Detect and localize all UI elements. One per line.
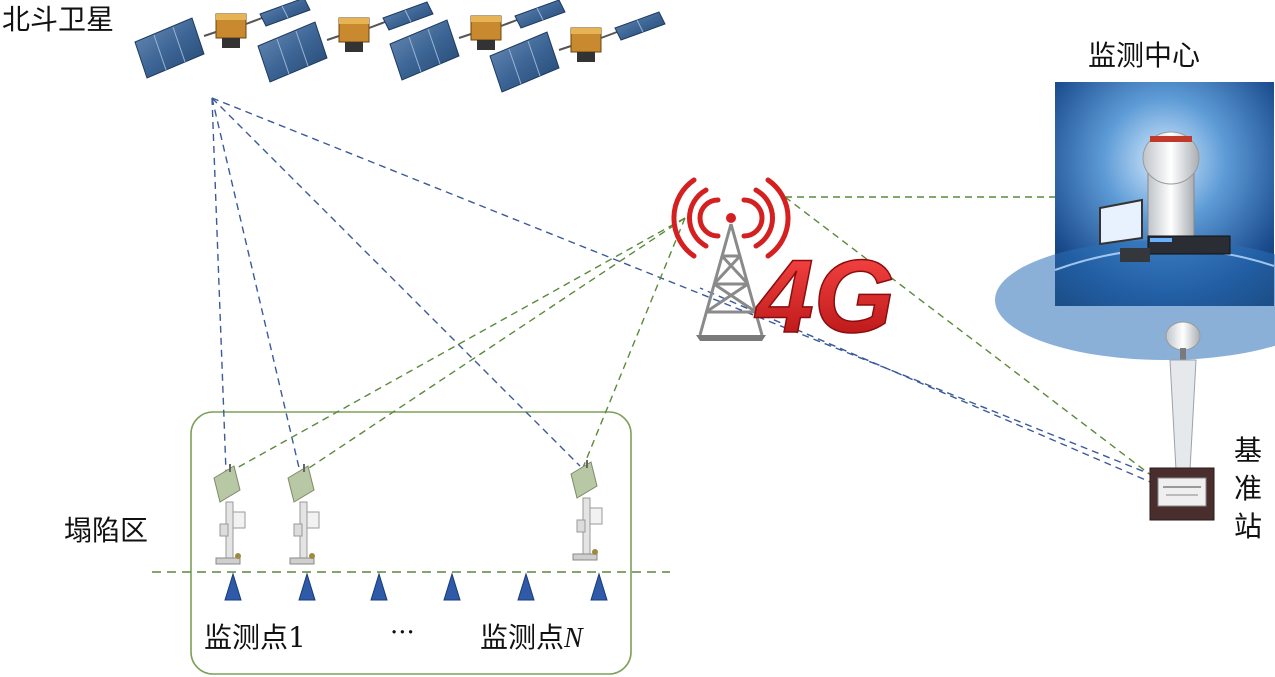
beidou-satellites-label: 北斗卫星	[2, 3, 115, 36]
satellite-links	[211, 97, 1156, 485]
gnss-receiver-icon	[213, 463, 246, 565]
network-links	[225, 196, 1161, 483]
monitoring-point-markers	[224, 572, 608, 601]
monitoring-center-image	[995, 82, 1275, 360]
network-4g-label: 4G	[754, 239, 895, 355]
monitoring-receivers	[213, 459, 603, 565]
satellite-icon	[489, 11, 666, 93]
marker-triangle-icon	[298, 572, 316, 601]
monitoring-point-1-label: 监测点1	[204, 621, 306, 654]
collapse-zone-boundary	[190, 411, 632, 675]
reference-station-icon	[1149, 321, 1215, 521]
monitoring-point-n-prefix: 监测点	[480, 621, 565, 654]
marker-triangle-icon	[224, 572, 242, 601]
collapse-zone-label: 塌陷区	[64, 514, 149, 547]
marker-triangle-icon	[370, 572, 388, 601]
marker-triangle-icon	[517, 572, 535, 601]
monitoring-center-label: 监测中心	[1088, 39, 1201, 72]
reference-station-label: 基准站	[1233, 434, 1262, 543]
ellipsis-label: ···	[390, 618, 415, 648]
gnss-receiver-icon	[570, 459, 603, 561]
gnss-receiver-icon	[287, 463, 320, 565]
satellite-constellation	[134, 0, 666, 93]
cell-tower-icon	[671, 177, 791, 341]
monitoring-point-n-label: 监测点N	[480, 624, 583, 653]
marker-triangle-icon	[443, 572, 461, 601]
marker-triangle-icon	[590, 572, 608, 601]
monitoring-point-n-variable: N	[564, 623, 583, 654]
